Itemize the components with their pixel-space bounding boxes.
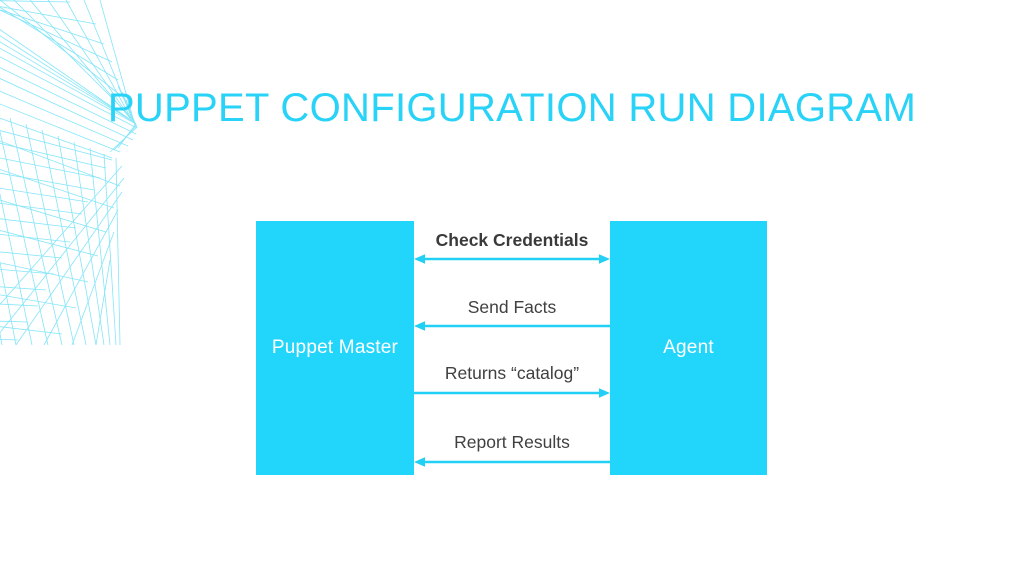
arrow-left-icon xyxy=(414,457,610,467)
arrow-right-icon xyxy=(414,388,610,398)
message-label: Check Credentials xyxy=(435,230,589,250)
diagram-node-agent[interactable]: Agent xyxy=(610,221,767,475)
diagram-node-puppet-master[interactable]: Puppet Master xyxy=(256,221,414,475)
arrow-left-icon xyxy=(414,321,610,331)
node-label: Puppet Master xyxy=(271,337,399,358)
wireframe-mesh-decoration xyxy=(0,0,138,345)
node-label: Agent xyxy=(663,337,714,358)
bidirectional-arrow-icon xyxy=(414,254,610,264)
message-label: Returns “catalog” xyxy=(444,363,580,383)
message-label: Send Facts xyxy=(467,297,557,317)
page-title: PUPPET CONFIGURATION RUN DIAGRAM xyxy=(107,86,917,130)
message-label: Report Results xyxy=(454,432,570,452)
